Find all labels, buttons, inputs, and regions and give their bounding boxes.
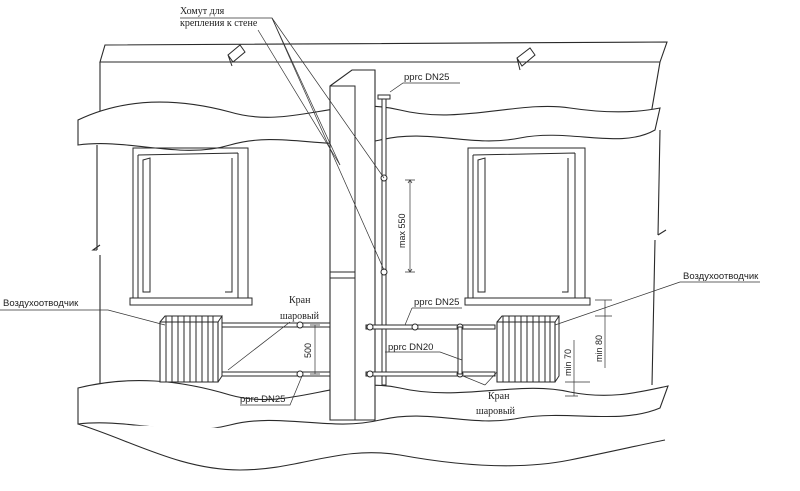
supply-pipe-upper xyxy=(365,323,496,331)
pipe-label-dn20: pprc DN20 xyxy=(388,342,433,353)
valve-label-left-line2: шаровый xyxy=(280,311,320,322)
dimension-min-80: min 80 xyxy=(594,335,604,362)
roof-vent-left xyxy=(227,44,246,67)
air-vent-label-left: Воздухоотводчик xyxy=(3,298,79,309)
radiator-right xyxy=(496,315,560,383)
valve-label-right-line1: Кран xyxy=(488,391,510,402)
pipe-label-bottom-left: pprc DN25 xyxy=(240,394,285,405)
dimension-min-70: min 70 xyxy=(563,349,573,376)
dimension-max-550: max 550 xyxy=(397,213,407,248)
air-vent-label-right: Воздухоотводчик xyxy=(683,271,759,282)
clamp-label-line2: крепления к стене xyxy=(180,18,258,29)
dimension-500: 500 xyxy=(303,343,313,358)
clamp-label-line1: Хомут для xyxy=(180,6,225,17)
pipe-label-top: pprc DN25 xyxy=(404,72,449,83)
window-right xyxy=(464,147,591,306)
pipe-label-mid: pprc DN25 xyxy=(414,297,459,308)
riser-pipe xyxy=(377,94,391,386)
central-column xyxy=(329,69,376,421)
leader-lines xyxy=(0,17,760,406)
window-left xyxy=(129,147,253,306)
return-pipe-lower xyxy=(365,326,496,378)
roof-vent-right xyxy=(516,47,536,71)
radiator-left xyxy=(159,315,223,383)
left-supply-pipe xyxy=(221,321,331,378)
valve-label-right-line2: шаровый xyxy=(476,406,516,417)
valve-label-left-line1: Кран xyxy=(289,295,311,306)
dimension-lines xyxy=(310,179,612,397)
